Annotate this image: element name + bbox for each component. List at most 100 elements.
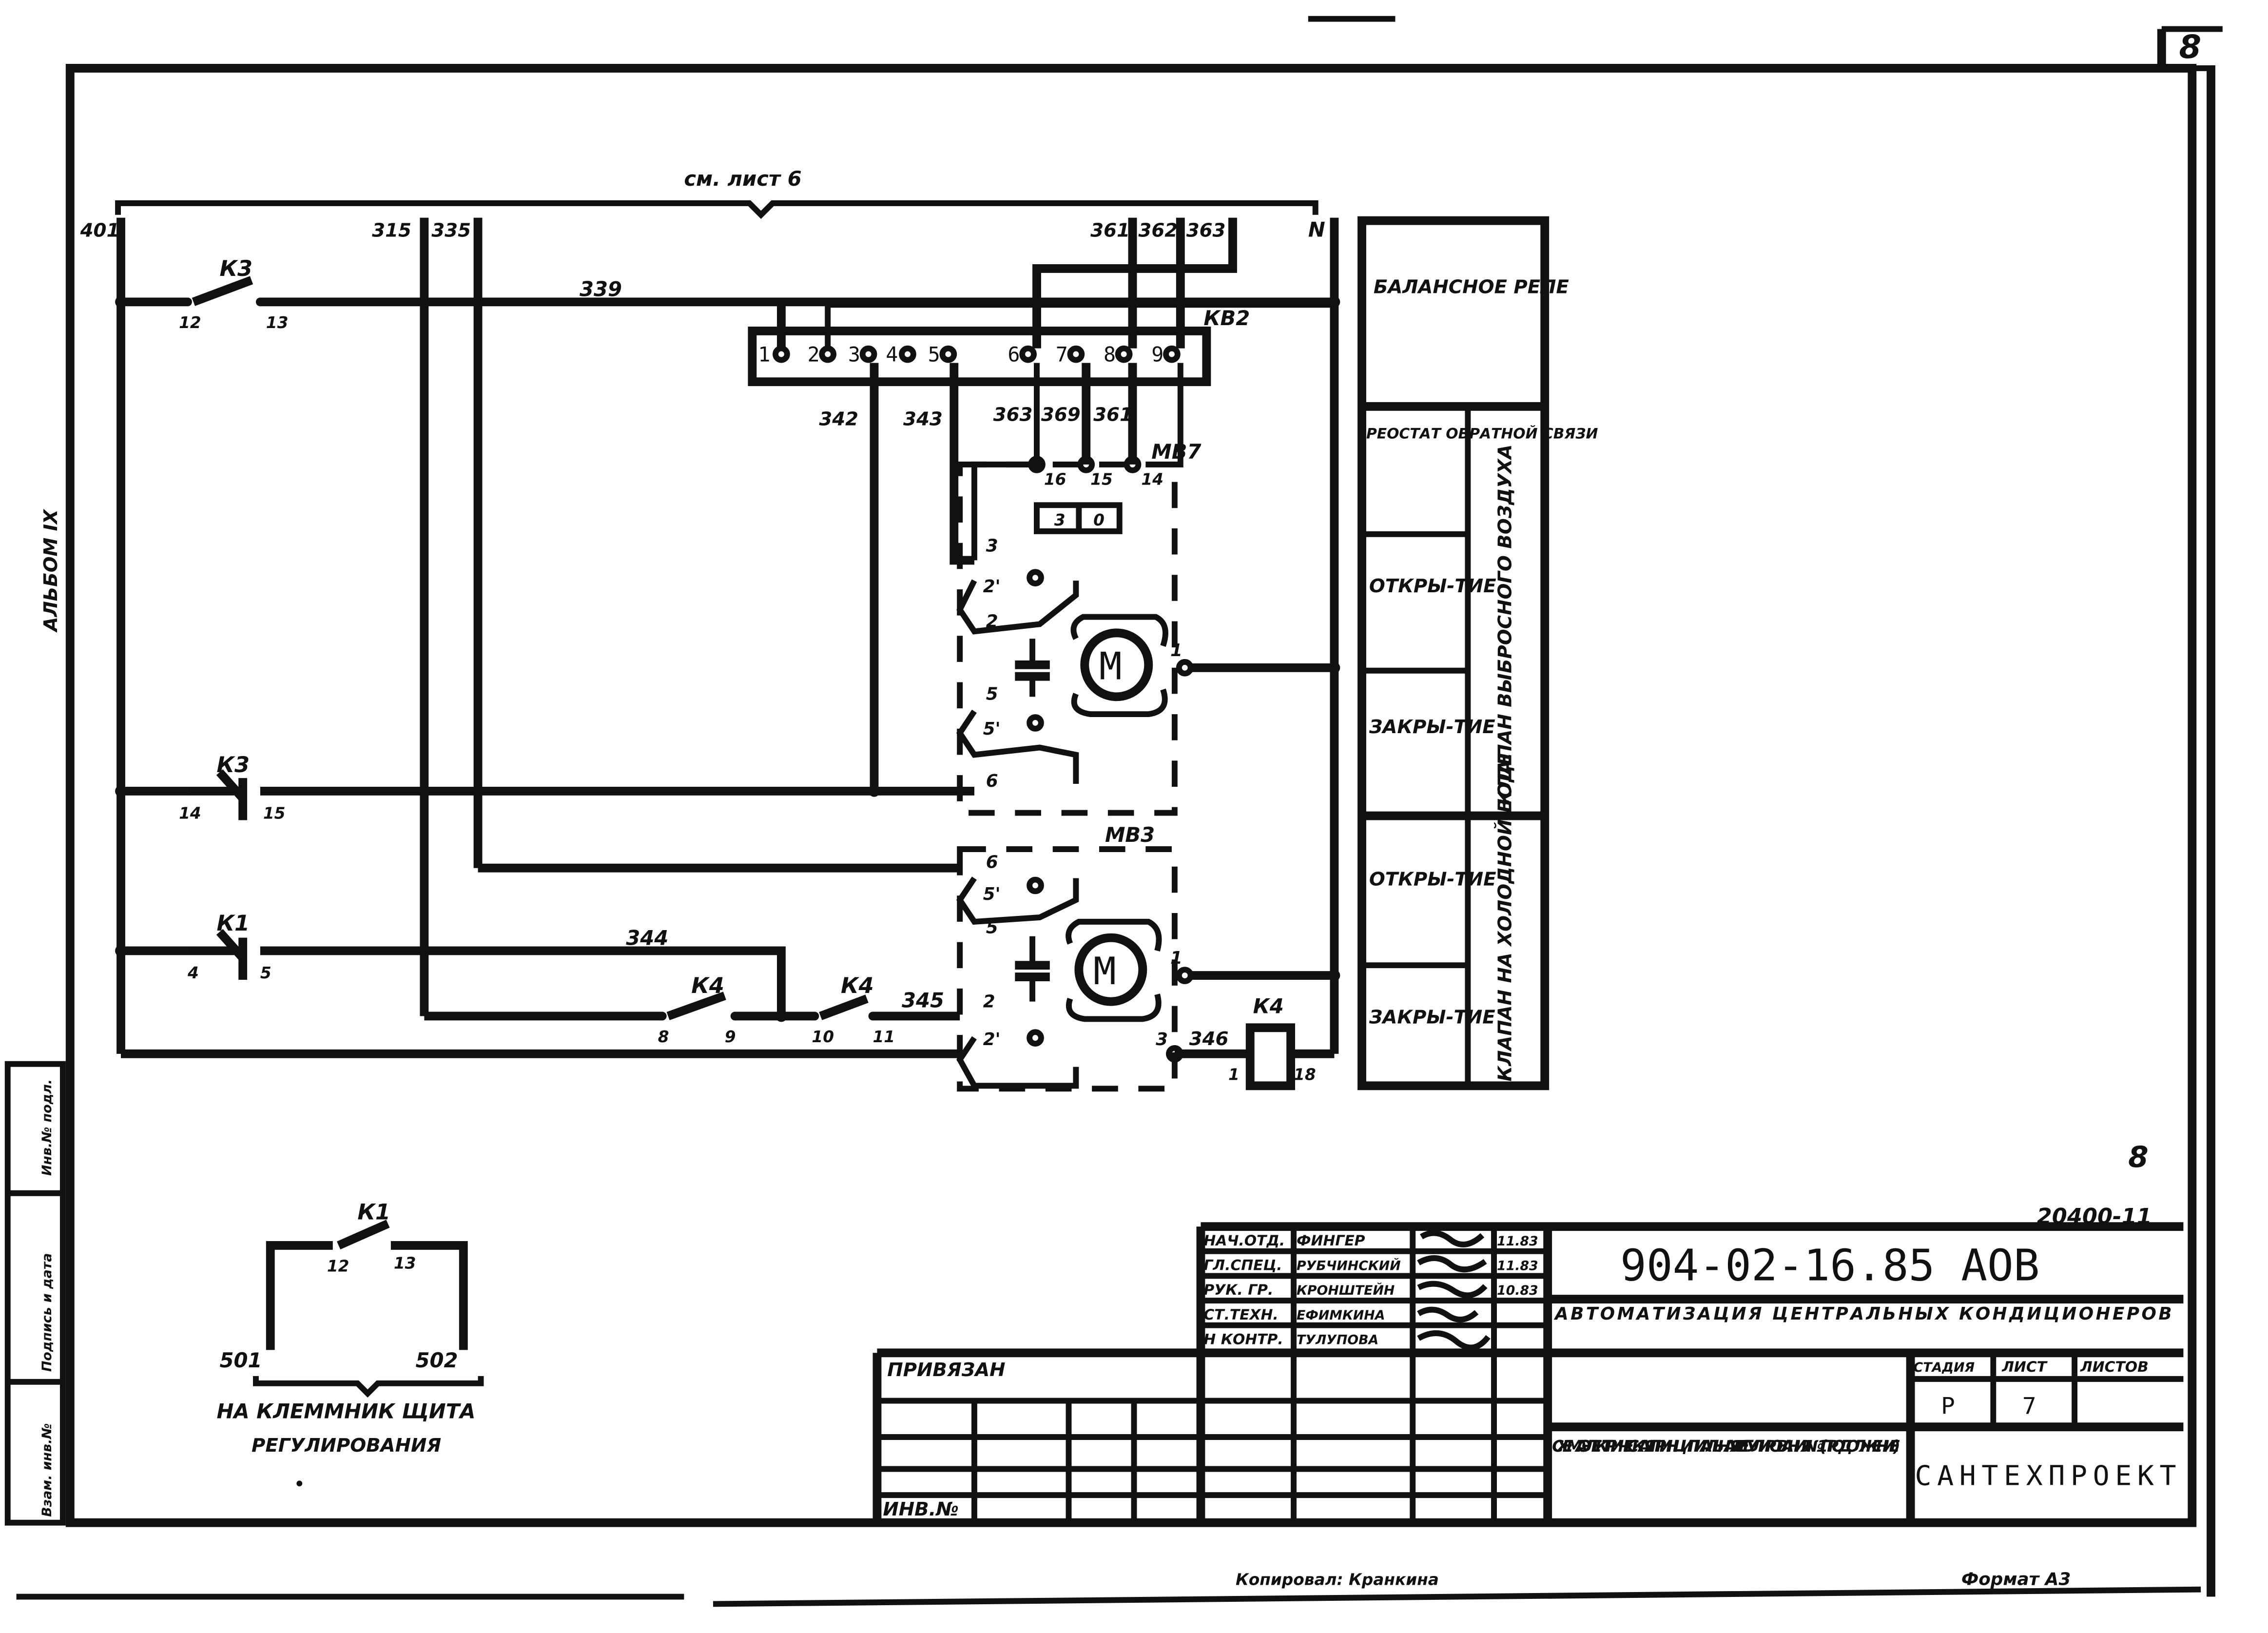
mb3-actuator: МВ3 6 5' 5 1 2 2' 3 M bbox=[956, 823, 1194, 1092]
staff-role-3: СТ.ТЕХН. bbox=[1203, 1306, 1278, 1323]
balance-relay-label: БАЛАНСНОЕ РЕЛЕ bbox=[1374, 276, 1569, 298]
k4-second-label: К4 bbox=[841, 973, 874, 998]
bus-335-label: 335 bbox=[431, 219, 471, 241]
bus-361-label: 361 bbox=[1090, 219, 1130, 241]
wire-labels: 339 342 343 363 369 361 344 345 346 bbox=[580, 277, 1228, 1050]
sheet-header: ЛИСТ bbox=[2001, 1359, 2048, 1376]
kb2-terminal-2: 2 bbox=[808, 342, 820, 366]
small-k1-label: К1 bbox=[357, 1199, 390, 1225]
margin-stamp: Инв.№ подл. Подпись и дата Взам. инв.№ А… bbox=[4, 508, 66, 1526]
staff-name-2: КРОНШТЕЙН bbox=[1297, 1283, 1395, 1298]
inv-no-label: ИНВ.№ bbox=[883, 1498, 959, 1520]
rheostat-label: РЕОСТАТ ОБРАТНОЙ СВЯЗИ bbox=[1366, 425, 1598, 442]
bus-401-label: 401 bbox=[80, 219, 120, 241]
junction-dots bbox=[115, 296, 1340, 1022]
kb2-terminal-1: 1 bbox=[758, 342, 770, 366]
mb3-label: МВ3 bbox=[1105, 823, 1155, 847]
mb7-pin-14: 14 bbox=[1141, 470, 1163, 489]
stage-value: Р bbox=[1941, 1393, 1955, 1419]
mb7-pin-2p: 2' bbox=[983, 577, 1001, 597]
terminal-501: 501 bbox=[220, 1348, 262, 1372]
mb3-motor-m: M bbox=[1093, 950, 1116, 993]
wire-346: 346 bbox=[1189, 1028, 1229, 1050]
staff-role-1: ГЛ.СПЕЦ. bbox=[1203, 1257, 1282, 1274]
mb7-pin-6: 6 bbox=[986, 771, 998, 791]
kb2-terminal-9: 9 bbox=[1151, 342, 1163, 366]
terminal-circuit: К1 12 13 501 502 НА КЛЕММНИК ЩИТА РЕГУЛИ… bbox=[217, 1199, 484, 1457]
page-number: 8 bbox=[2179, 29, 2202, 66]
k4-coil-pin-1: 1 bbox=[1228, 1065, 1240, 1084]
staff-name-4: ТУЛУПОВА bbox=[1297, 1332, 1378, 1347]
k3-top-pin-13: 13 bbox=[266, 313, 289, 332]
stage-header: СТАДИЯ bbox=[1914, 1360, 1975, 1375]
terminal-caption-1: НА КЛЕММНИК ЩИТА bbox=[217, 1399, 476, 1423]
k3-top-pin-12: 12 bbox=[179, 313, 201, 332]
designation: 904-02-16.85 АОВ bbox=[1620, 1240, 2039, 1291]
k4-coil: К4 1 18 bbox=[1228, 994, 1316, 1090]
staff-date-1: 11.83 bbox=[1497, 1259, 1538, 1274]
k4-coil-pin-18: 18 bbox=[1294, 1065, 1316, 1084]
mb3-pin-1: 1 bbox=[1170, 948, 1182, 968]
contact-k3-top: К3 12 13 bbox=[179, 256, 288, 332]
mb7-label: МВ7 bbox=[1151, 440, 1201, 464]
function-table: БАЛАНСНОЕ РЕЛЕ РЕОСТАТ ОБРАТНОЙ СВЯЗИ ОТ… bbox=[1357, 216, 1598, 1090]
kb2-terminal-6: 6 bbox=[1008, 342, 1020, 366]
staff-role-4: Н КОНТР. bbox=[1203, 1331, 1283, 1348]
mb7-pin-1: 1 bbox=[1170, 641, 1182, 661]
ref-label: см. лист 6 bbox=[684, 167, 801, 191]
k1-label: К1 bbox=[217, 911, 250, 936]
kb2-terminal-3: 3 bbox=[848, 342, 860, 366]
sheet-title: СХЕМА ЭЛЕКТРИЧЕСКАЯ ПРИНЦИПИАЛЬНАЯ РЕГУЛ… bbox=[1552, 1437, 1900, 1456]
bus-363-label: 363 bbox=[1186, 219, 1226, 241]
terminal-502: 502 bbox=[416, 1348, 458, 1372]
k4-first-pin-8: 8 bbox=[658, 1028, 669, 1046]
staff-date-2: 10.83 bbox=[1497, 1283, 1538, 1298]
mb7-actuator: МВ7 16 15 14 3 0 3 2' 2 1 5 5' 6 M bbox=[956, 440, 1201, 816]
project-title: АВТОМАТИЗАЦИЯ ЦЕНТРАЛЬНЫХ КОНДИЦИОНЕРОВ bbox=[1553, 1304, 2172, 1324]
sheet-no-value: 7 bbox=[2022, 1393, 2036, 1419]
wire-363: 363 bbox=[993, 404, 1033, 426]
k3-bottom-pin-15: 15 bbox=[263, 804, 286, 822]
k4-second-pin-11: 11 bbox=[873, 1028, 895, 1046]
stamp-inv-podl: Инв.№ подл. bbox=[39, 1079, 55, 1176]
page-mark: 8 bbox=[2128, 1141, 2148, 1174]
mb7-pot-3: 3 bbox=[1054, 511, 1066, 529]
k4-second-pin-10: 10 bbox=[812, 1028, 834, 1046]
mb7-pin-5: 5 bbox=[986, 684, 998, 704]
sheets-header: ЛИСТОВ bbox=[2080, 1359, 2149, 1376]
staff-date-0: 11.83 bbox=[1497, 1234, 1538, 1249]
staff-name-0: ФИНГЕР bbox=[1297, 1232, 1365, 1249]
sheet-annotations: 8 20400-11 Копировал: Кранкина Формат А3 bbox=[296, 1141, 2152, 1590]
mb3-pin-2: 2 bbox=[983, 992, 995, 1012]
mb7-pin-5p: 5' bbox=[983, 719, 1001, 739]
small-pin-12: 12 bbox=[327, 1257, 349, 1276]
staff-role-2: РУК. ГР. bbox=[1203, 1282, 1273, 1299]
staff-role-0: НАЧ.ОТД. bbox=[1203, 1232, 1285, 1249]
wire-339: 339 bbox=[580, 277, 622, 301]
kb2-terminal-block: КВ2 1 2 3 4 5 6 7 8 9 bbox=[748, 306, 1250, 387]
album-label: АЛЬБОМ IX bbox=[40, 508, 62, 633]
exhaust-valve-label: КЛАПАН ВЫБРОСНОГО ВОЗДУХА bbox=[1494, 445, 1516, 806]
k4-first-label: К4 bbox=[691, 973, 724, 998]
k3-bottom-label: К3 bbox=[217, 752, 250, 778]
k1-pin-4: 4 bbox=[187, 964, 199, 982]
wire-343: 343 bbox=[903, 408, 943, 430]
k4-coil-label: К4 bbox=[1253, 994, 1284, 1018]
organization: САНТЕХПРОЕКТ bbox=[1915, 1459, 2176, 1492]
mb3-pin-6: 6 bbox=[986, 853, 998, 873]
contact-k3-bottom: К3 14 15 bbox=[179, 752, 285, 822]
mb7-pot-0: 0 bbox=[1093, 511, 1105, 529]
water-open-label: ОТКРЫ-ТИЕ bbox=[1369, 868, 1496, 890]
mb7-motor-m: M bbox=[1099, 645, 1122, 689]
mb3-pin-3: 3 bbox=[1156, 1030, 1168, 1050]
wire-361: 361 bbox=[1093, 404, 1133, 426]
bus-362-label: 362 bbox=[1138, 219, 1178, 241]
k3-top-label: К3 bbox=[220, 256, 253, 281]
copied-by: Копировал: Кранкина bbox=[1236, 1571, 1439, 1589]
k1-pin-5: 5 bbox=[260, 964, 271, 982]
mb3-pin-5p: 5' bbox=[983, 884, 1001, 904]
privyazan-label: ПРИВЯЗАН bbox=[887, 1359, 1005, 1381]
small-pin-13: 13 bbox=[394, 1254, 416, 1273]
staff-name-1: РУБЧИНСКИЙ bbox=[1297, 1258, 1401, 1274]
